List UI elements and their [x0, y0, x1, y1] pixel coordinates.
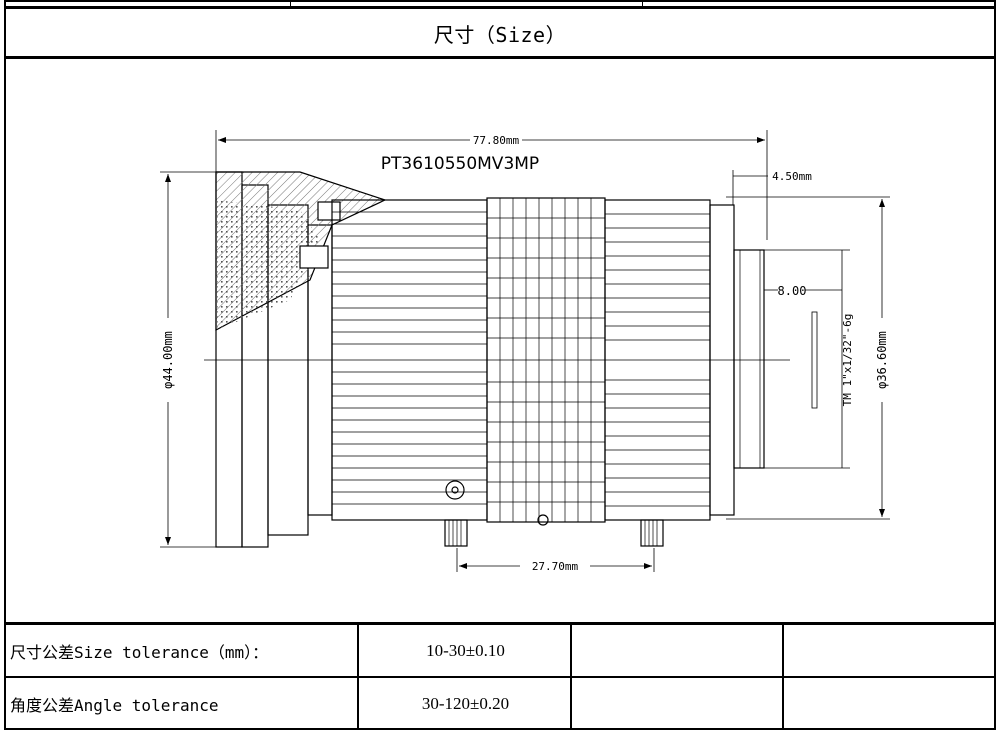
divider [4, 676, 996, 678]
table-row: 角度公差Angle tolerance 30-120±0.20 [4, 678, 996, 729]
thread-spec: TM 1"x1/32"-6g [841, 314, 854, 407]
divider [4, 6, 996, 9]
empty-cell [784, 625, 994, 676]
empty-cell [572, 625, 784, 676]
empty-cell [572, 678, 784, 729]
dim-screw-spacing: 27.70mm [532, 560, 579, 573]
empty-cell [784, 678, 994, 729]
column-divider [357, 625, 359, 730]
divider [4, 56, 996, 59]
table-row: 尺寸公差Size tolerance（mm）： 10-30±0.10 [4, 625, 996, 676]
lens-dimension-drawing: 77.80mm PT3610550MV3MP 4.50mm 8.00 φ44.0… [6, 59, 994, 623]
column-divider [570, 625, 572, 730]
dim-front-diameter: φ44.00mm [161, 331, 175, 389]
dim-overall-length: 77.80mm [473, 134, 520, 147]
dim-mount-depth: 8.00 [778, 284, 807, 298]
top-cell-remnants [4, 0, 996, 7]
dim-rear-diameter: φ36.60mm [875, 331, 889, 389]
tolerance-value: 10-30±0.10 [426, 640, 505, 660]
divider [4, 622, 996, 625]
tolerance-table: 尺寸公差Size tolerance（mm）： 10-30±0.10 角度公差A… [4, 625, 996, 730]
tolerance-label: 角度公差Angle tolerance [10, 695, 219, 715]
tolerance-value: 30-120±0.20 [421, 693, 510, 713]
section-title: 尺寸（Size） [433, 22, 567, 47]
tolerance-label: 尺寸公差Size tolerance（mm）： [10, 642, 269, 662]
spec-sheet-frame [4, 0, 996, 730]
column-divider [782, 625, 784, 730]
dim-back: 4.50mm [772, 170, 812, 183]
model-label: PT3610550MV3MP [381, 154, 539, 174]
